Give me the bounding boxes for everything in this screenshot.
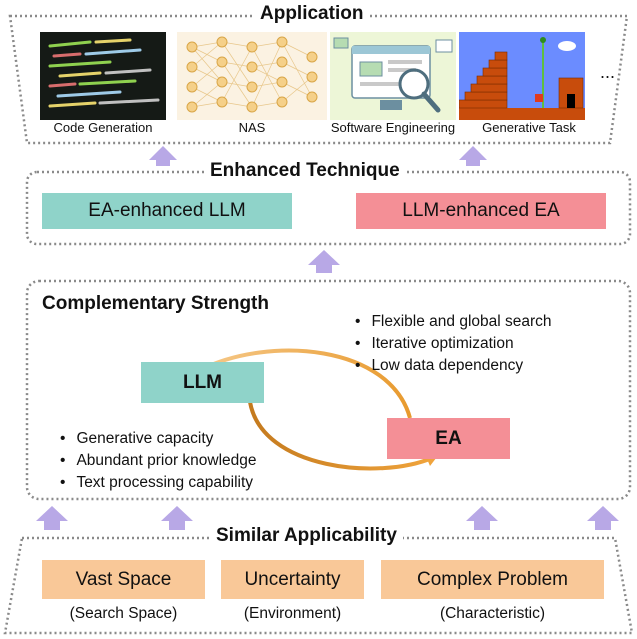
software-engineering-caption: Software Engineering [330,120,456,135]
code-generation-caption: Code Generation [53,120,153,135]
neural-network-icon [186,36,318,113]
list-item: Low data dependency [355,355,552,377]
more-ellipsis: ... [600,62,616,82]
application-title: Application [254,3,370,25]
code-screen-icon [48,38,160,108]
similar-title: Similar Applicability [210,525,403,547]
up-arrow [161,506,193,530]
vast-space-box: Vast Space [42,560,205,599]
up-arrow [459,146,487,166]
uncertainty-subtitle: (Environment) [243,605,342,622]
code-generation-image [40,32,166,120]
software-engineering-image [330,32,456,120]
nas-caption: NAS [238,120,266,135]
application-frame [8,14,629,145]
llm-strength-list: Generative capacity Abundant prior knowl… [60,428,257,494]
ea-strength-list: Flexible and global search Iterative opt… [355,311,552,377]
complementary-title: Complementary Strength [42,293,269,314]
list-item: Text processing capability [60,472,257,494]
llm-box: LLM [141,362,264,403]
up-arrow [466,506,498,530]
complex-problem-subtitle: (Characteristic) [439,605,546,622]
software-screen-icon [333,37,453,113]
up-arrow [587,506,619,530]
list-item: Generative capacity [60,428,257,450]
enhanced-title: Enhanced Technique [204,160,406,182]
similar-frame [3,536,634,635]
uncertainty-box: Uncertainty [221,560,364,599]
list-item: Flexible and global search [355,311,551,333]
up-arrows [36,146,619,530]
llm-to-ea-curve [248,401,433,471]
game-level-icon [459,37,585,120]
up-arrow [36,506,68,530]
nas-image [177,32,327,120]
up-arrow [149,146,177,166]
generative-task-caption: Generative Task [482,120,576,135]
up-arrow [308,250,340,273]
complementary-frame [25,279,632,501]
vast-space-subtitle: (Search Space) [69,605,178,622]
ea-box: EA [387,418,510,459]
complex-problem-box: Complex Problem [381,560,604,599]
list-item: Iterative optimization [355,333,552,355]
list-item: Abundant prior knowledge [60,450,256,472]
generative-task-image [459,32,585,120]
ea-to-llm-curve [199,348,412,419]
llm-enhanced-ea-box: LLM-enhanced EA [356,193,606,229]
ea-enhanced-llm-box: EA-enhanced LLM [42,193,292,229]
